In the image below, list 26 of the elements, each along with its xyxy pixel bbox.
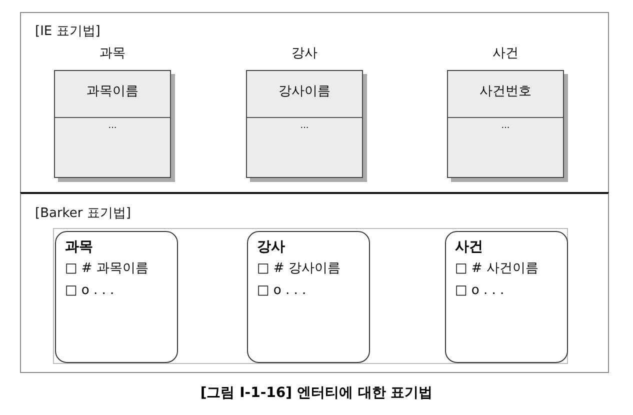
attribute-line: □ # 과목이름 — [65, 260, 150, 278]
attribute-line: □ o . . . — [65, 282, 116, 300]
attribute-line: □ o . . . — [455, 282, 506, 300]
figure-caption: [그림 Ⅰ-1-16] 엔터티에 대한 표기법 — [199, 384, 434, 402]
attribute-ellipsis: ... — [299, 120, 310, 132]
primary-key-attribute: 강사이름 — [247, 71, 362, 118]
section-heading: [IE 표기법] — [35, 23, 100, 40]
attribute-ellipsis: ... — [500, 120, 511, 132]
entity-name: 과목 — [98, 45, 126, 62]
diagram-panel — [20, 12, 609, 193]
entity-name: 강사 — [257, 238, 286, 257]
entity-name: 사건 — [455, 238, 484, 257]
section-heading: [Barker 표기법] — [35, 205, 131, 222]
primary-key-attribute: 과목이름 — [55, 71, 170, 118]
entity-box — [55, 231, 178, 363]
entity-box — [445, 231, 568, 363]
entity-name: 강사 — [290, 45, 318, 62]
diagram-panel — [20, 192, 609, 373]
attribute-line: □ o . . . — [257, 282, 308, 300]
entity-box — [247, 231, 370, 363]
entity-name: 사건 — [492, 45, 520, 62]
entity-name: 과목 — [65, 238, 94, 257]
attribute-line: □ # 강사이름 — [257, 260, 342, 278]
attribute-ellipsis: ... — [107, 120, 118, 132]
primary-key-attribute: 사건번호 — [448, 71, 563, 118]
attribute-line: □ # 사건이름 — [455, 260, 540, 278]
